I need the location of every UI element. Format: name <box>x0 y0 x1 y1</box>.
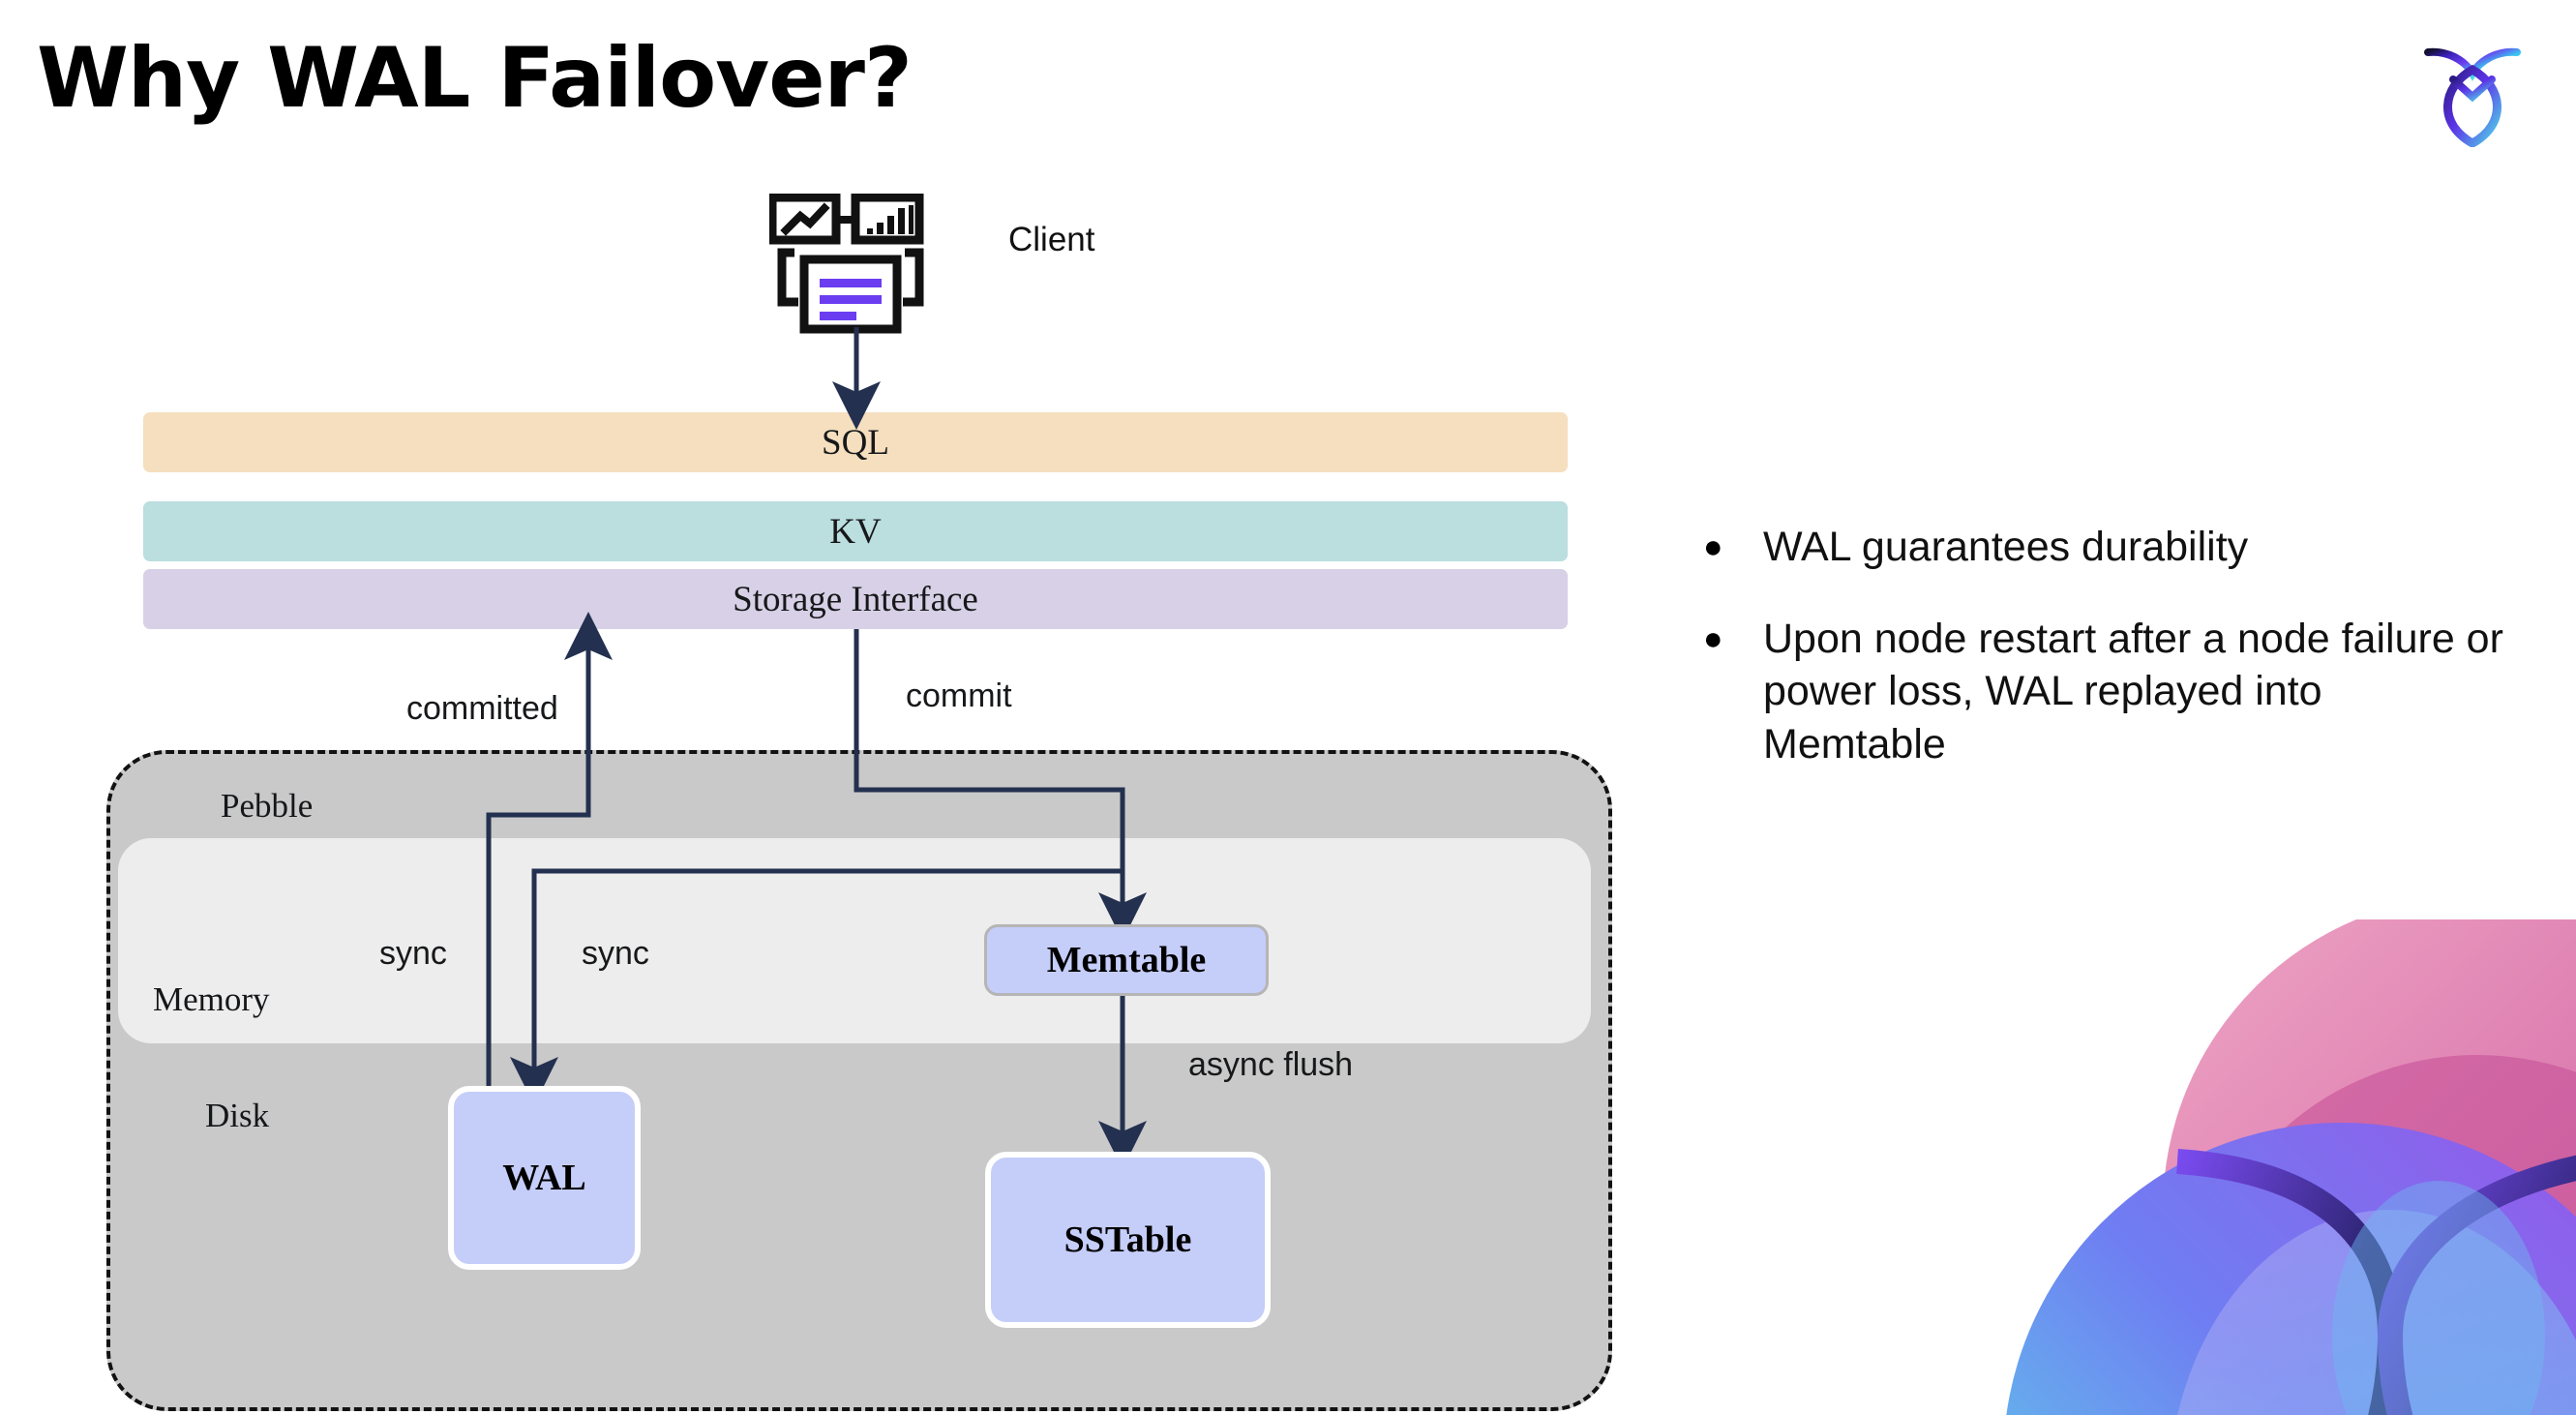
page-title: Why WAL Failover? <box>37 30 913 127</box>
edge-label-sync-left: sync <box>379 935 447 972</box>
node-wal: WAL <box>448 1086 641 1270</box>
edge-label-commit: commit <box>906 677 1012 714</box>
pebble-label: Pebble <box>221 787 314 825</box>
edge-label-committed: committed <box>406 690 558 727</box>
client-label: Client <box>1008 221 1095 258</box>
list-item: ● Upon node restart after a node failure… <box>1703 613 2516 771</box>
decorative-orb-graphic <box>1935 919 2576 1415</box>
layer-bar-storage-label: Storage Interface <box>733 579 978 619</box>
layer-bar-storage-interface: Storage Interface <box>143 569 1568 629</box>
edge-label-async-flush: async flush <box>1188 1046 1354 1083</box>
memory-label: Memory <box>153 980 270 1018</box>
edge-label-sync-right: sync <box>582 935 649 972</box>
layer-bar-sql: SQL <box>143 412 1568 472</box>
node-sstable: SSTable <box>985 1152 1271 1328</box>
client-dashboard-icon <box>767 193 934 334</box>
notes-bullet-list: ● WAL guarantees durability ● Upon node … <box>1703 521 2516 809</box>
node-wal-label: WAL <box>502 1158 586 1198</box>
disk-label: Disk <box>205 1097 270 1134</box>
layer-bar-kv-label: KV <box>829 511 882 552</box>
memory-container <box>118 838 1591 1043</box>
cockroachdb-logo <box>2414 31 2531 149</box>
bullet-text: Upon node restart after a node failure o… <box>1763 615 2503 768</box>
bullet-text: WAL guarantees durability <box>1763 524 2249 570</box>
layer-bar-sql-label: SQL <box>822 422 889 463</box>
node-sstable-label: SSTable <box>1063 1219 1192 1260</box>
bullet-marker: ● <box>1703 528 1723 565</box>
layer-bar-kv: KV <box>143 501 1568 561</box>
node-memtable-label: Memtable <box>1046 940 1207 980</box>
list-item: ● WAL guarantees durability <box>1703 521 2516 574</box>
node-memtable: Memtable <box>984 924 1269 996</box>
bullet-marker: ● <box>1703 619 1723 657</box>
